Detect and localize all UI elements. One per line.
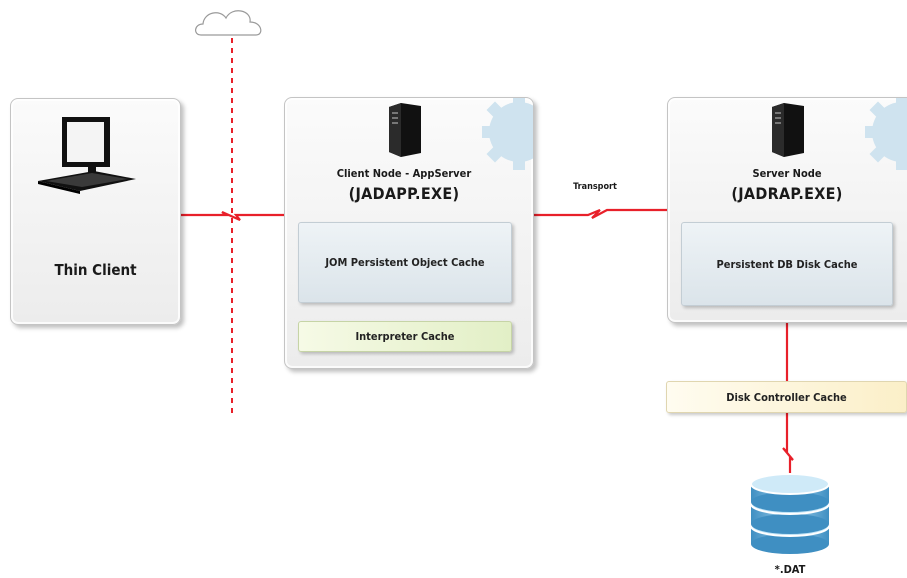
interpreter-cache-bar: Interpreter Cache: [298, 321, 512, 352]
disk-controller-cache-bar: Disk Controller Cache: [666, 381, 907, 413]
jom-cache-box: JOM Persistent Object Cache: [298, 222, 512, 303]
client-node-exe: (JADAPP.EXE): [348, 184, 460, 203]
server-node-exe: (JADRAP.EXE): [731, 184, 843, 203]
server-icon: [772, 103, 804, 157]
transport-label: Transport: [573, 182, 617, 192]
link-thin-client: [180, 210, 285, 222]
client-node-title: Client Node - AppServer: [336, 167, 472, 180]
database-label: *.DAT: [774, 563, 806, 576]
gear-icon: [865, 98, 907, 170]
thin-client-label: Thin Client: [54, 261, 137, 279]
database-icon: [750, 473, 830, 554]
persistent-db-cache-box: Persistent DB Disk Cache: [681, 222, 893, 306]
gear-icon: [482, 98, 533, 170]
server-node-title: Server Node: [752, 167, 822, 180]
monitor-icon: [38, 117, 136, 194]
server-icon: [389, 103, 421, 157]
link-transport: [534, 208, 668, 219]
cloud-icon: [195, 10, 262, 36]
link-disk-db: [782, 413, 794, 478]
